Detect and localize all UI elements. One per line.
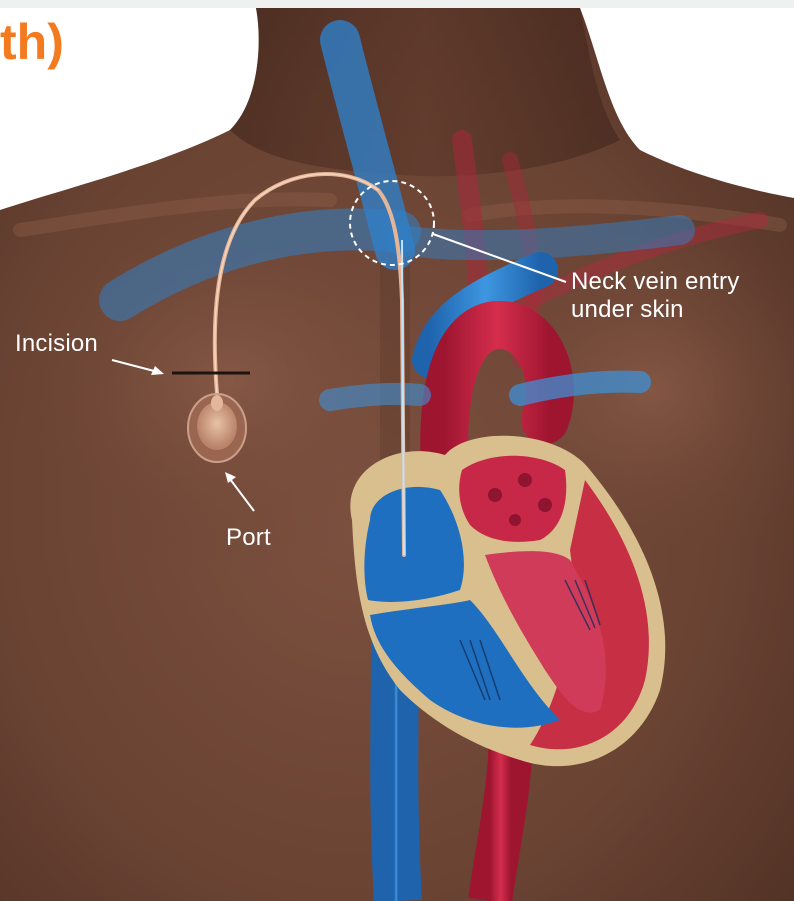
- valve-dot: [518, 473, 532, 487]
- label-neck-line1: Neck vein entry: [571, 268, 739, 296]
- valve-dot: [488, 488, 502, 502]
- label-neck-vein-entry: Neck vein entry under skin: [571, 268, 739, 324]
- top-band: [0, 0, 794, 8]
- valve-dot: [538, 498, 552, 512]
- neck-shading: [230, 8, 620, 176]
- title-fragment: th): [0, 14, 64, 70]
- label-port: Port: [226, 524, 271, 552]
- label-incision: Incision: [15, 330, 98, 358]
- left-atrium: [459, 456, 566, 542]
- label-neck-line2: under skin: [571, 296, 739, 324]
- valve-dot: [509, 514, 521, 526]
- port-neck: [211, 395, 223, 411]
- pulmonary-vessel: [330, 394, 420, 400]
